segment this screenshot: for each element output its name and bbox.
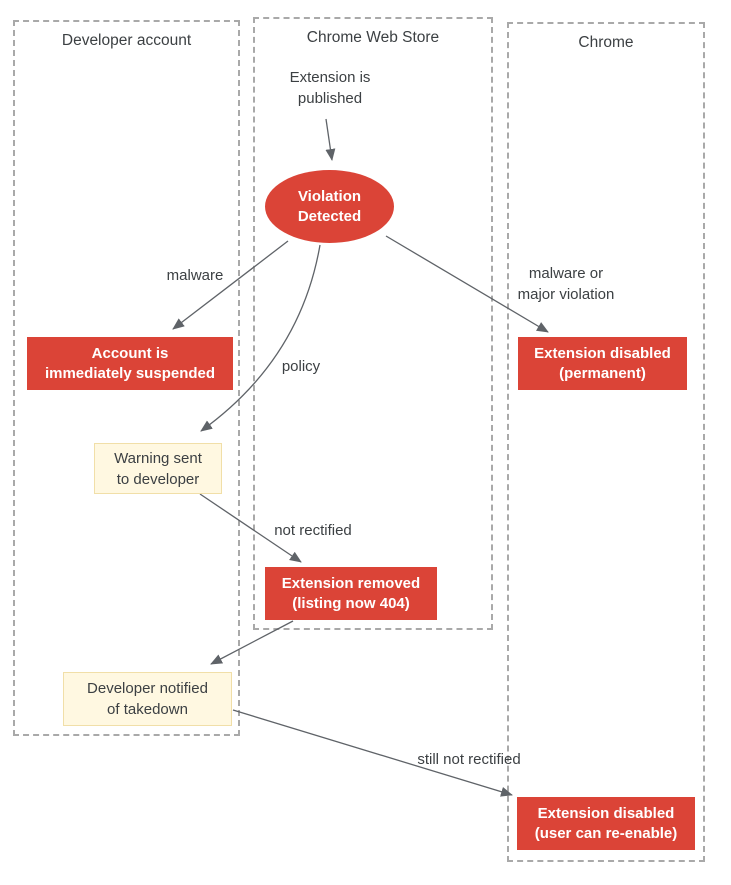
node-developer-notified: Developer notified of takedown — [63, 672, 232, 726]
arrow-notified-to-reenable — [232, 709, 513, 797]
arrow-violation-to-warning — [200, 244, 321, 432]
edge-label-not-rectified: not rectified — [274, 522, 352, 539]
arrow-published-to-violation — [325, 118, 336, 161]
node-account-suspended: Account is immediately suspended — [27, 337, 233, 390]
lane-title-developer-account: Developer account — [61, 32, 192, 49]
arrow-removed-to-notified — [210, 620, 294, 665]
node-extension-published: Extension is published — [289, 69, 371, 107]
node-warning-sent: Warning sent to developer — [94, 443, 222, 494]
edge-label-malware-or-major-violation: malware or major violation — [517, 265, 615, 303]
arrow-violation-to-permanent — [385, 235, 549, 333]
edge-label-malware: malware — [166, 267, 224, 284]
arrow-violation-to-suspended — [172, 240, 289, 330]
arrow-warning-to-removed — [199, 493, 302, 563]
edge-label-policy: policy — [281, 358, 321, 375]
lane-title-chrome: Chrome — [578, 34, 634, 51]
node-extension-disabled-reenable: Extension disabled (user can re-enable) — [517, 797, 695, 850]
node-violation-detected: Violation Detected — [265, 170, 394, 243]
lane-chrome: Chrome — [507, 22, 705, 862]
edge-label-still-not-rectified: still not rectified — [417, 751, 521, 768]
lane-developer-account: Developer account — [13, 20, 240, 736]
node-extension-removed: Extension removed (listing now 404) — [265, 567, 437, 620]
lane-chrome-web-store: Chrome Web Store — [253, 17, 493, 630]
node-extension-disabled-permanent: Extension disabled (permanent) — [518, 337, 687, 390]
lane-title-chrome-web-store: Chrome Web Store — [306, 29, 440, 46]
